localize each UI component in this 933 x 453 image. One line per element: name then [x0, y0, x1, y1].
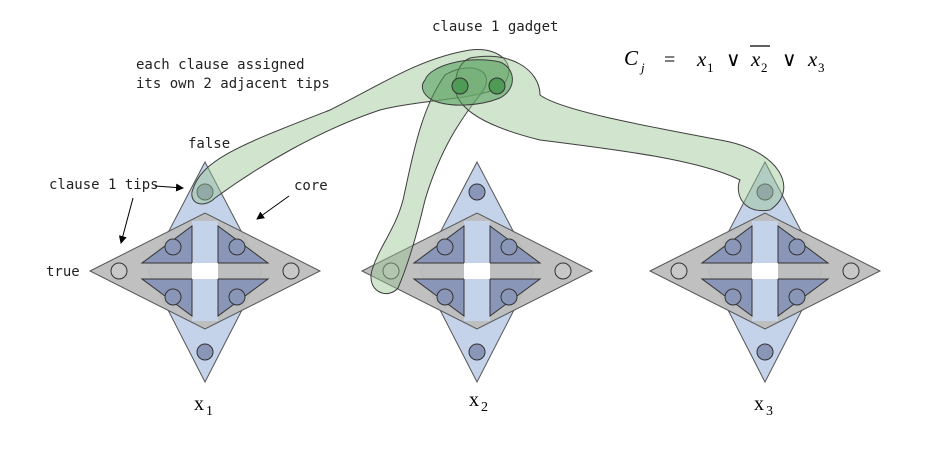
equation-or-1: ∨	[726, 49, 741, 71]
core-node	[228, 288, 246, 306]
tip-node-top	[756, 183, 774, 201]
equation-or-2: ∨	[782, 49, 797, 71]
core-center	[464, 263, 490, 279]
tip-node-bottom	[196, 343, 214, 361]
tip-node-left	[110, 262, 128, 280]
core-node	[436, 238, 454, 256]
variable-label-x1-sub: 1	[206, 404, 213, 419]
core-label: core	[294, 178, 328, 194]
variable-label-x3-sub: 3	[766, 404, 773, 419]
tip-node-left	[382, 262, 400, 280]
assigned-label-line2: its own 2 adjacent tips	[136, 76, 330, 92]
equation-term-3: x	[807, 47, 818, 71]
variable-gadget-x3	[648, 160, 882, 384]
core-arrow	[256, 195, 290, 220]
clause-equation: C j = x 1 ∨ x 2 ∨ x 3	[624, 45, 825, 75]
equation-term-2-sub: 2	[761, 60, 768, 75]
clause-gadget-label: clause 1 gadget	[432, 19, 558, 35]
core-node	[500, 238, 518, 256]
variable-label-x1: x	[194, 393, 204, 415]
tip-node-top	[196, 183, 214, 201]
core-center	[752, 263, 778, 279]
equation-equals: =	[664, 49, 675, 71]
core-node	[788, 238, 806, 256]
core-node	[500, 288, 518, 306]
clause-band-x3	[454, 55, 785, 212]
core-node	[164, 288, 182, 306]
clause-tips-arrow-down	[118, 197, 134, 244]
variable-label-x2-sub: 2	[481, 400, 488, 415]
variable-gadget-x2	[360, 160, 594, 384]
tip-node-right	[842, 262, 860, 280]
tip-node-top	[468, 183, 486, 201]
variable-gadgets	[88, 160, 882, 384]
tip-node-right	[282, 262, 300, 280]
tip-node-bottom	[756, 343, 774, 361]
false-label: false	[188, 136, 230, 152]
equation-lhs: C	[624, 46, 639, 70]
core-node	[436, 288, 454, 306]
core-node	[724, 238, 742, 256]
clause-tips-arrow-right	[154, 183, 184, 192]
tip-node-bottom	[468, 343, 486, 361]
tip-node-right	[554, 262, 572, 280]
core-node	[724, 288, 742, 306]
core-node	[228, 238, 246, 256]
equation-term-1: x	[696, 47, 707, 71]
clause-gadget	[191, 49, 785, 294]
variable-gadget-x1	[88, 160, 322, 384]
core-center	[192, 263, 218, 279]
equation-term-2: x	[750, 47, 761, 71]
tip-node-left	[670, 262, 688, 280]
core-node	[164, 238, 182, 256]
variable-label-x3: x	[754, 393, 764, 415]
true-label: true	[46, 264, 80, 280]
core-node	[788, 288, 806, 306]
clause-tips-label: clause 1 tips	[49, 177, 159, 193]
variable-label-x2: x	[469, 389, 479, 411]
assigned-label-line1: each clause assigned	[136, 57, 305, 73]
equation-lhs-sub: j	[639, 60, 645, 75]
clause-node-2	[488, 77, 506, 95]
clause-node-1	[451, 77, 469, 95]
equation-term-3-sub: 3	[818, 60, 825, 75]
equation-term-1-sub: 1	[707, 60, 714, 75]
